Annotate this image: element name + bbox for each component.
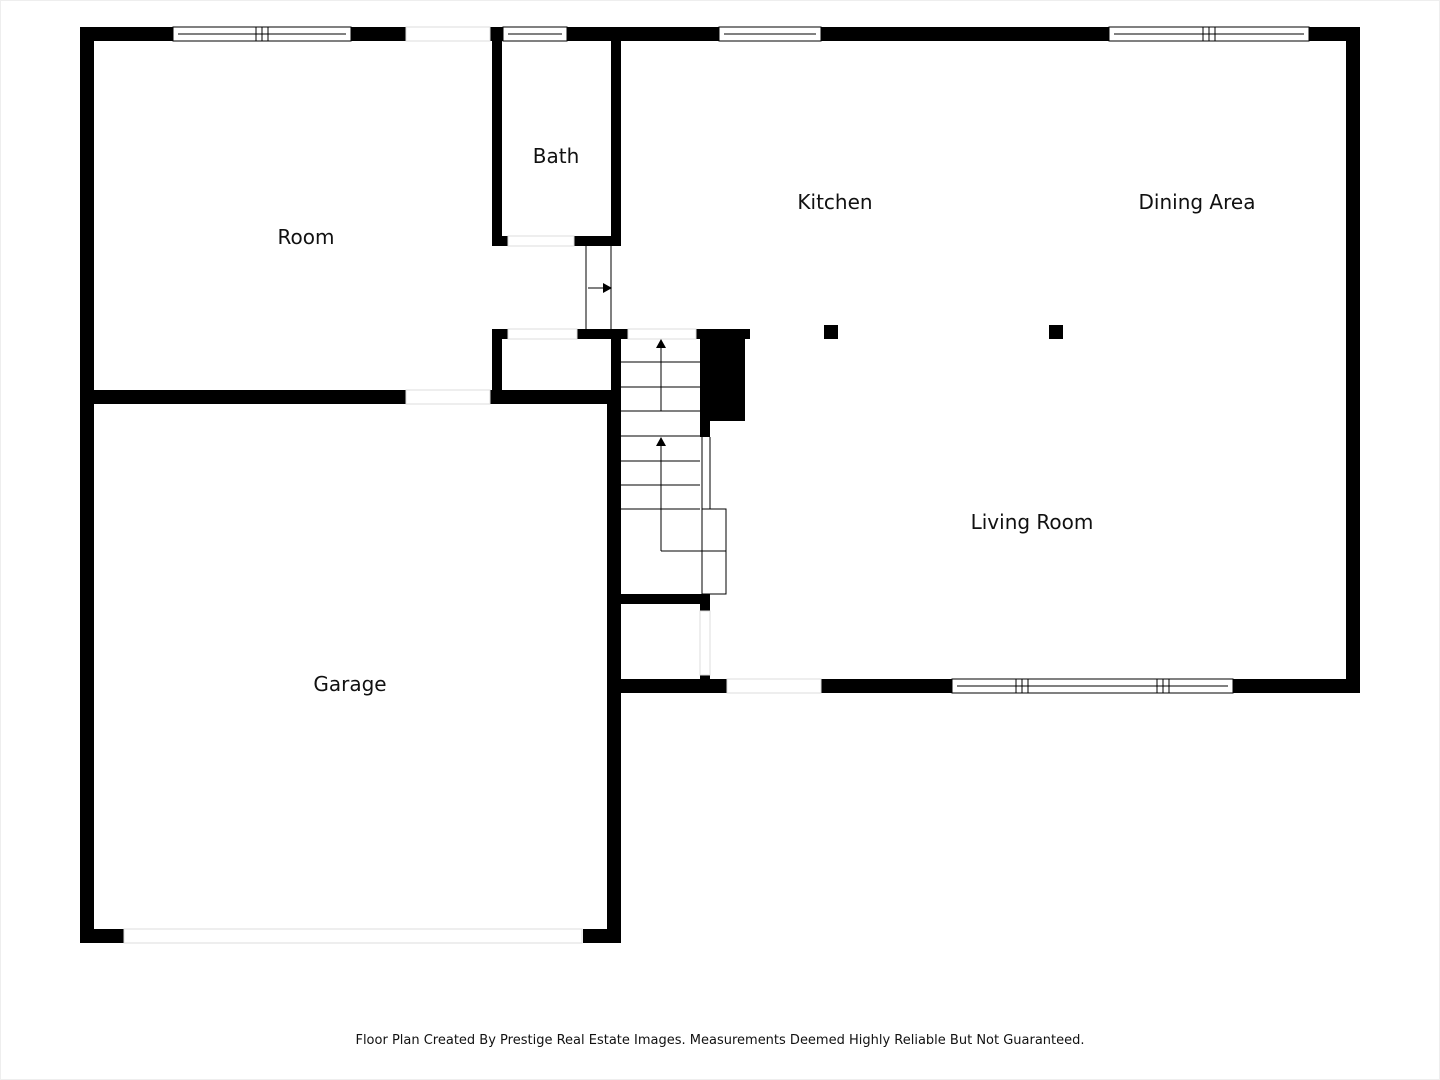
label-bath: Bath: [533, 144, 580, 168]
hall-passage: [585, 246, 612, 329]
arrow-right-icon: [603, 283, 612, 293]
stair-up-arrow-icon: [656, 339, 666, 348]
opening-closet-door: [507, 328, 578, 340]
column-kitchen: [824, 325, 838, 339]
wall-stair-left: [611, 329, 621, 693]
wall-left: [80, 27, 94, 943]
walls: [80, 27, 1360, 943]
window-bath-top: [502, 26, 568, 42]
wall-room-garage: [80, 390, 621, 404]
wall-bath-right: [611, 27, 621, 246]
opening-entry-side: [699, 610, 711, 676]
label-room: Room: [278, 225, 335, 249]
wall-garage-bottom-left: [80, 929, 124, 943]
stairs: [621, 339, 727, 595]
window-dining-top: [1108, 26, 1310, 42]
label-garage: Garage: [313, 672, 386, 696]
wall-entry-stub: [700, 675, 710, 693]
wall-stair-stub: [700, 594, 710, 611]
openings: [123, 26, 822, 944]
wall-closet-left: [492, 329, 502, 404]
footer-disclaimer: Floor Plan Created By Prestige Real Esta…: [355, 1033, 1085, 1048]
column-dining: [1049, 325, 1063, 339]
windows: [172, 26, 1310, 694]
opening-room-garage: [405, 389, 491, 405]
room-labels: Room Bath Kitchen Dining Area Living Roo…: [278, 144, 1256, 696]
wall-right: [1346, 27, 1360, 693]
opening-top-room: [405, 26, 491, 42]
wall-garage-bottom-right: [583, 929, 621, 943]
garage-door-opening: [123, 928, 583, 944]
wall-bath-left: [492, 27, 502, 246]
wall-stair-bottom: [611, 594, 710, 604]
opening-entry-door: [726, 678, 822, 694]
wall-stair-right-top: [700, 329, 710, 437]
label-kitchen: Kitchen: [797, 190, 872, 214]
window-living-bottom: [951, 678, 1234, 694]
window-kitchen-top: [718, 26, 822, 42]
opening-stair-top: [627, 328, 697, 340]
label-dining-area: Dining Area: [1139, 190, 1256, 214]
stair-up-arrow-lower-icon: [656, 437, 666, 446]
window-room-top: [172, 26, 352, 42]
opening-bath-door: [507, 235, 575, 247]
label-living-room: Living Room: [971, 510, 1094, 534]
